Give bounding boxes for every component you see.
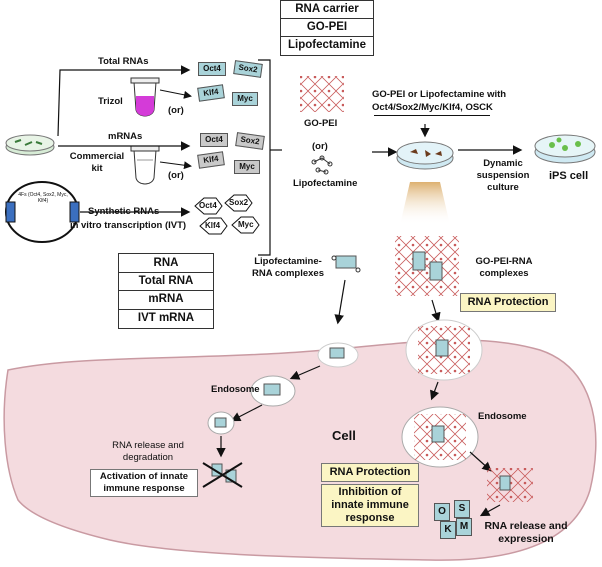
- rna-table-header: RNA: [153, 257, 179, 269]
- lipo-complex-icon: [331, 255, 361, 273]
- tag-myc-total: Myc: [232, 92, 258, 106]
- go-pei-network-icon: [300, 76, 344, 112]
- carrier-row-gopei: GO-PEI: [306, 21, 348, 33]
- tag-oct4-total: Oct4: [198, 62, 226, 76]
- tag-oct4-mrna: Oct4: [200, 133, 228, 147]
- label-dynamic-culture: Dynamic suspension culture: [476, 158, 530, 193]
- label-synthetic-rnas: Synthetic RNAs: [88, 206, 160, 217]
- gopei-complex-icon: [395, 236, 459, 296]
- rna-table: RNA Total RNA mRNA IVT mRNA: [118, 253, 214, 329]
- carrier-table-header: RNA carrier: [295, 3, 359, 15]
- tag-k: K: [440, 521, 456, 539]
- hex-myc: Myc: [238, 220, 254, 229]
- label-or-1: (or): [168, 105, 184, 116]
- label-lipofectamine: Lipofectamine: [293, 178, 358, 189]
- tag-m: M: [456, 518, 472, 536]
- rna-row-total: Total RNA: [138, 275, 194, 287]
- label-go-pei: GO-PEI: [304, 118, 338, 129]
- tag-o: O: [434, 503, 450, 521]
- label-cell: Cell: [332, 428, 356, 443]
- hex-oct4: Oct4: [199, 201, 217, 210]
- plasmid-icon: [5, 181, 80, 243]
- label-endosome-left: Endosome: [211, 384, 260, 395]
- label-trizol: Trizol: [98, 96, 123, 107]
- hex-klf4: Klf4: [205, 221, 221, 230]
- label-release-expression: RNA release and expression: [484, 520, 568, 545]
- ips-dish-icon: [534, 134, 596, 164]
- rna-row-mrna: mRNA: [148, 293, 184, 305]
- label-ips-cell: iPS cell: [549, 170, 589, 182]
- inhibition-innate-box: Inhibition of innate immune response: [321, 484, 419, 527]
- tag-myc-mrna: Myc: [234, 160, 260, 174]
- label-endosome-right: Endosome: [478, 411, 527, 422]
- rna-row-ivt: IVT mRNA: [137, 312, 195, 324]
- carrier-row-lipofectamine: Lipofectamine: [288, 39, 366, 51]
- label-plasmid: 4Fs (Oct4, Sox2, Myc, Klf4): [18, 192, 68, 204]
- transfection-dish-icon: [396, 141, 454, 225]
- trizol-tube-icon: [130, 77, 160, 117]
- label-commercial-kit: Commercial kit: [69, 151, 125, 174]
- hex-sox2: Sox2: [229, 198, 249, 207]
- label-carrier-or: (or): [312, 141, 328, 152]
- label-release-degradation: RNA release and degradation: [112, 440, 184, 463]
- rna-carrier-table: RNA carrier GO-PEI Lipofectamine: [280, 0, 374, 56]
- culture-dish-icon: [5, 134, 55, 156]
- ivt-hexagons: [194, 194, 260, 235]
- label-mrnas: mRNAs: [108, 131, 143, 142]
- activation-innate-box: Activation of innate immune response: [90, 469, 198, 497]
- label-ivt: in vitro transcription (IVT): [69, 220, 187, 231]
- label-lipo-complexes: Lipofectamine-RNA complexes: [252, 256, 324, 279]
- label-total-rnas: Total RNAs: [98, 56, 149, 67]
- label-gopei-complexes: GO-PEI-RNA complexes: [475, 256, 533, 279]
- tag-s: S: [454, 500, 470, 518]
- rna-protection-bottom: RNA Protection: [321, 463, 419, 482]
- lipofectamine-icon: [311, 155, 333, 175]
- culture-underline: [374, 115, 490, 116]
- label-or-2: (or): [168, 170, 184, 181]
- rna-protection-top: RNA Protection: [460, 293, 556, 312]
- kit-tube-icon: [130, 145, 160, 185]
- label-culture-condition: GO-PEI or Lipofectamine with Oct4/Sox2/M…: [372, 89, 507, 113]
- degraded-rna-icon: [202, 462, 243, 488]
